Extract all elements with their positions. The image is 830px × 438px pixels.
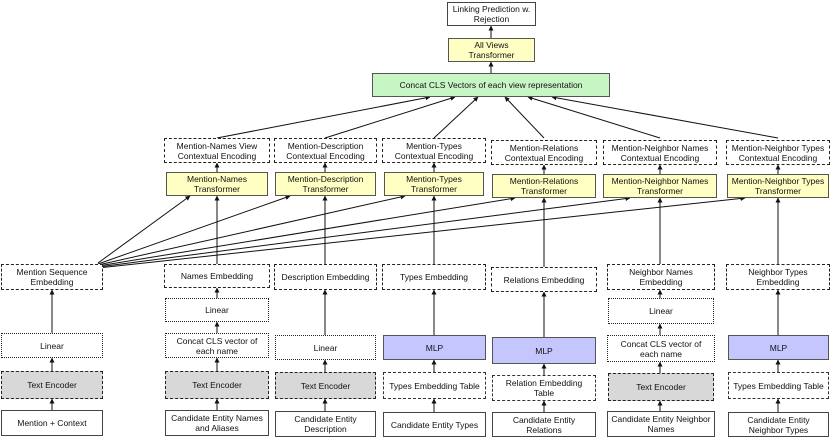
neighbor-types-embedding: Neighbor Types Embedding xyxy=(726,264,830,290)
encoding-mention-neighbor-types: Mention-Neighbor Types Contextual Encodi… xyxy=(726,140,830,165)
relations-embedding: Relations Embedding xyxy=(491,267,597,292)
relations-mlp: MLP xyxy=(492,337,596,364)
linking-prediction-box: Linking Prediction w. Rejection xyxy=(447,2,536,26)
description-linear: Linear xyxy=(275,335,376,360)
encoding-mention-neighbor-names: Mention-Neighbor Names Contextual Encodi… xyxy=(603,140,717,165)
neighbor-names-text-encoder: Text Encoder xyxy=(608,373,714,401)
types-embedding-table: Types Embedding Table xyxy=(383,372,486,399)
names-text-encoder: Text Encoder xyxy=(165,371,269,399)
types-mlp: MLP xyxy=(383,335,486,360)
relation-embedding-table: Relation Embedding Table xyxy=(492,375,596,401)
description-text-encoder: Text Encoder xyxy=(275,372,376,399)
neighbor-names-embedding: Neighbor Names Embedding xyxy=(607,264,715,290)
mention-linear: Linear xyxy=(1,333,103,358)
encoding-mention-description: Mention-Description Contextual Encoding xyxy=(274,138,377,163)
names-concat-cls: Concat CLS vector of each name xyxy=(165,333,269,358)
concat-cls-box: Concat CLS Vectors of each view represen… xyxy=(372,73,610,97)
names-linear: Linear xyxy=(165,298,269,322)
all-views-transformer-box: All Views Transformer xyxy=(448,38,535,62)
encoding-mention-relations: Mention-Relations Contextual Encoding xyxy=(491,140,597,165)
neighbor-names-linear: Linear xyxy=(608,298,714,324)
relations-input: Candidate Entity Relations xyxy=(492,412,596,437)
transformer-mention-neighbor-names: Mention-Neighbor Names Transformer xyxy=(603,174,717,198)
types-input: Candidate Entity Types xyxy=(383,412,486,437)
mention-context-input: Mention + Context xyxy=(1,410,103,436)
neighbor-types-mlp: MLP xyxy=(728,335,829,360)
encoding-mention-types: Mention-Types Contextual Encoding xyxy=(382,138,486,163)
encoding-mention-names: Mention-Names View Contextual Encoding xyxy=(164,138,270,163)
mention-text-encoder: Text Encoder xyxy=(1,371,103,399)
description-input: Candidate Entity Description xyxy=(275,411,376,437)
names-input: Candidate Entity Names and Aliases xyxy=(165,410,269,436)
transformer-mention-description: Mention-Description Transformer xyxy=(275,172,376,196)
description-embedding: Description Embedding xyxy=(274,264,377,290)
neighbor-types-embedding-table: Types Embedding Table xyxy=(728,372,829,399)
types-embedding: Types Embedding xyxy=(382,264,486,290)
mention-sequence-embedding: Mention Sequence Embedding xyxy=(1,264,103,290)
transformer-mention-names: Mention-Names Transformer xyxy=(166,172,268,196)
transformer-mention-types: Mention-Types Transformer xyxy=(384,172,484,196)
neighbor-types-input: Candidate Entity Neighbor Types xyxy=(728,412,829,437)
neighbor-names-concat-cls: Concat CLS vector of each name xyxy=(607,335,715,362)
transformer-mention-neighbor-types: Mention-Neighbor Types Transformer xyxy=(727,174,829,198)
neighbor-names-input: Candidate Entity Neighbor Names xyxy=(607,411,715,437)
names-embedding: Names Embedding xyxy=(164,264,270,288)
transformer-mention-relations: Mention-Relations Transformer xyxy=(492,174,596,198)
